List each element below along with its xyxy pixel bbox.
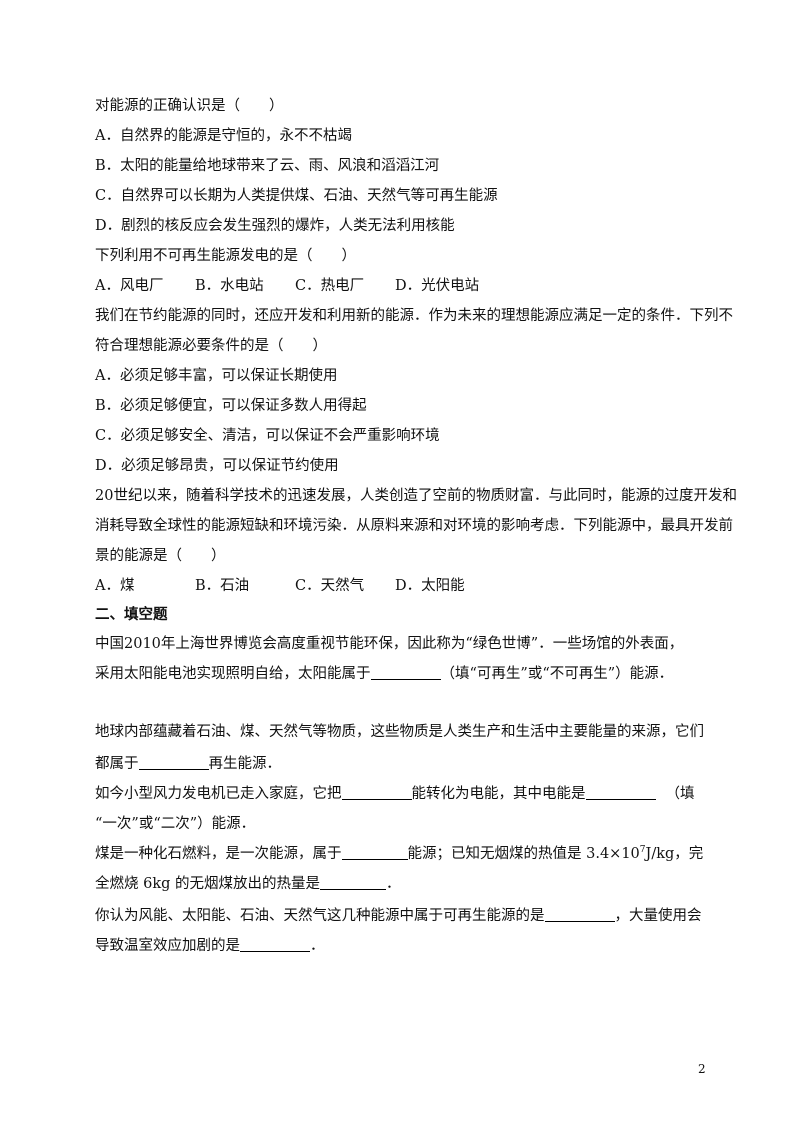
q4-option-c: C．天然气 bbox=[295, 578, 365, 594]
f3-line2: “一次”或“二次”）能源． bbox=[95, 816, 256, 832]
f1-line1: 中国2010年上海世界博览会高度重视节能环保，因此称为“绿色世博”．一些场馆的外… bbox=[95, 636, 684, 652]
q1-option-b: B．太阳的能量给地球带来了云、雨、风浪和滔滔江河 bbox=[95, 158, 440, 174]
q1-option-d: D．剧烈的核反应会发生强烈的爆炸，人类无法利用核能 bbox=[95, 218, 455, 234]
q1-option-c: C．自然界可以长期为人类提供煤、石油、天然气等可再生能源 bbox=[95, 188, 498, 204]
answer-blank[interactable] bbox=[370, 665, 441, 680]
q3-option-b: B．必须足够便宜，可以保证多数人用得起 bbox=[95, 398, 367, 414]
answer-blank[interactable] bbox=[585, 785, 656, 800]
q3-stem-line2: 符合理想能源必要条件的是（ ） bbox=[95, 338, 327, 354]
f5-text-b: ，大量使用会 bbox=[614, 908, 702, 924]
answer-blank[interactable] bbox=[544, 907, 615, 922]
f3-text-c: （填 bbox=[665, 786, 695, 802]
f5-line1: 你认为风能、太阳能、石油、天然气这几种能源中属于可再生能源的是 ，大量使用会 bbox=[95, 906, 702, 926]
f4-text-a: 煤是一种化石燃料，是一次能源，属于 bbox=[95, 846, 342, 862]
f4-text-c: J/kg，完 bbox=[645, 846, 704, 862]
f1-text-a: 采用太阳能电池实现照明自给，太阳能属于 bbox=[95, 666, 371, 682]
q2-option-a: A．风电厂 bbox=[95, 278, 164, 294]
q4-stem-line1: 20世纪以来，随着科学技术的迅速发展，人类创造了空前的物质财富．与此同时，能源的… bbox=[95, 488, 737, 504]
f5-text-d: ． bbox=[310, 938, 325, 954]
f4-line2: 全燃烧 6kg 的无烟煤放出的热量是 ． bbox=[95, 874, 401, 894]
f4-text-e: ． bbox=[386, 876, 401, 892]
f1-text-b: （填“可再生”或“不可再生”）能源． bbox=[440, 666, 674, 682]
q4-option-d: D．太阳能 bbox=[395, 578, 465, 594]
f2-text-a: 都属于 bbox=[95, 756, 139, 772]
q3-stem-line1: 我们在节约能源的同时，还应开发和利用新的能源．作为未来的理想能源应满足一定的条件… bbox=[95, 308, 733, 324]
q2-option-b: B．水电站 bbox=[195, 278, 264, 294]
q4-options: A．煤 B．石油 C．天然气 D．太阳能 bbox=[95, 576, 465, 596]
q3-option-d: D．必须足够昂贵，可以保证节约使用 bbox=[95, 458, 339, 474]
q3-option-c: C．必须足够安全、清洁，可以保证不会严重影响环境 bbox=[95, 428, 440, 444]
q4-option-a: A．煤 bbox=[95, 578, 135, 594]
q4-option-b: B．石油 bbox=[195, 578, 250, 594]
q1-stem: 对能源的正确认识是（ ） bbox=[95, 98, 284, 114]
q2-option-c: C．热电厂 bbox=[295, 278, 365, 294]
q4-stem-line3: 景的能源是（ ） bbox=[95, 548, 226, 564]
f3-line1: 如今小型风力发电机已走入家庭，它把 能转化为电能，其中电能是 （填 bbox=[95, 784, 695, 804]
f4-line1: 煤是一种化石燃料，是一次能源，属于 能源；已知无烟煤的热值是 3.4×107J/k… bbox=[95, 844, 703, 864]
f5-text-c: 导致温室效应加剧的是 bbox=[95, 938, 240, 954]
answer-blank[interactable] bbox=[341, 785, 412, 800]
answer-blank[interactable] bbox=[341, 845, 408, 860]
f2-line1: 地球内部蕴藏着石油、煤、天然气等物质，这些物质是人类生产和生活中主要能量的来源，… bbox=[95, 724, 704, 740]
page-number: 2 bbox=[698, 1062, 706, 1076]
q2-option-d: D．光伏电站 bbox=[395, 278, 480, 294]
f2-line2: 都属于 再生能源． bbox=[95, 754, 281, 774]
f4-text-b: 能源；已知无烟煤的热值是 3.4×10 bbox=[407, 846, 640, 862]
q3-option-a: A．必须足够丰富，可以保证长期使用 bbox=[95, 368, 338, 384]
q4-stem-line2: 消耗导致全球性的能源短缺和环境污染．从原料来源和对环境的影响考虑．下列能源中，最… bbox=[95, 518, 733, 534]
f2-text-b: 再生能源． bbox=[208, 756, 282, 772]
f4-exponent: 7 bbox=[639, 845, 646, 856]
q2-stem: 下列利用不可再生能源发电的是（ ） bbox=[95, 248, 356, 264]
f3-text-a: 如今小型风力发电机已走入家庭，它把 bbox=[95, 786, 342, 802]
q1-option-a: A．自然界的能源是守恒的，永不不枯竭 bbox=[95, 128, 352, 144]
section-title-fill-in: 二、填空题 bbox=[95, 607, 168, 623]
f1-line2: 采用太阳能电池实现照明自给，太阳能属于 （填“可再生”或“不可再生”）能源． bbox=[95, 664, 673, 684]
f5-line2: 导致温室效应加剧的是 ． bbox=[95, 936, 325, 956]
f4-text-d: 全燃烧 6kg 的无烟煤放出的热量是 bbox=[95, 876, 321, 892]
answer-blank[interactable] bbox=[240, 937, 310, 952]
answer-blank[interactable] bbox=[138, 755, 209, 770]
q2-options: A．风电厂 B．水电站 C．热电厂 D．光伏电站 bbox=[95, 276, 479, 296]
f5-text-a: 你认为风能、太阳能、石油、天然气这几种能源中属于可再生能源的是 bbox=[95, 908, 545, 924]
f3-text-b: 能转化为电能，其中电能是 bbox=[411, 786, 586, 802]
answer-blank[interactable] bbox=[320, 875, 387, 890]
